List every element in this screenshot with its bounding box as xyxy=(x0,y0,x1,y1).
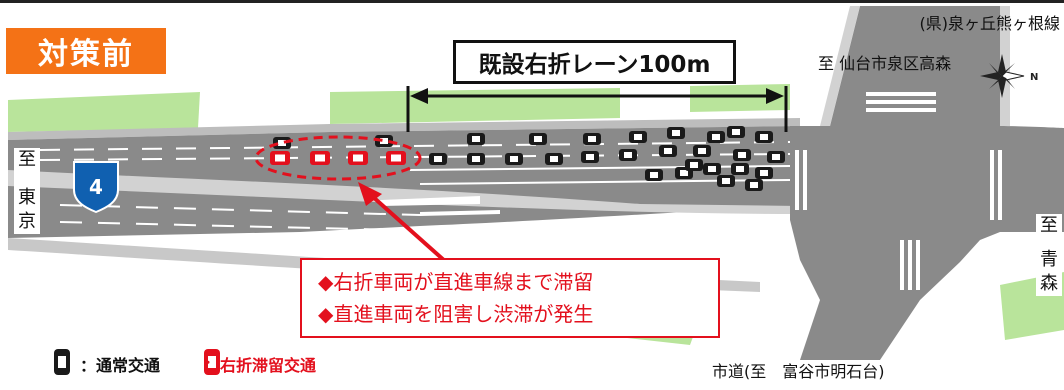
issue-line: ◆直進車両を阻害し渋滞が発生 xyxy=(318,302,594,326)
direction-west: 至 東 京 xyxy=(14,148,40,234)
top-rule xyxy=(0,0,1064,3)
direction-south: 市道(至 富谷市明石台) xyxy=(712,362,885,381)
direction-east-char: 青 xyxy=(1040,249,1058,270)
direction-north: 至 仙台市泉区高森 xyxy=(818,54,952,73)
direction-west-char: 京 xyxy=(18,211,36,232)
legend-queue-car-icon xyxy=(204,349,220,375)
legend-normal-label: ：通常交通 xyxy=(80,356,161,375)
median-island xyxy=(8,170,800,214)
issue-line: ◆右折車両が直進車線まで滞留 xyxy=(318,270,594,294)
svg-text:N: N xyxy=(1030,72,1038,83)
lane-length-arrow xyxy=(406,86,788,132)
page-title: 対策前 xyxy=(6,28,166,74)
route-label: (県)泉ヶ丘熊ヶ根線 xyxy=(919,14,1061,33)
zebra-hatching xyxy=(380,196,500,216)
direction-east-char: 至 xyxy=(1040,215,1058,236)
north-sidewalk xyxy=(8,118,800,140)
legend-queue-label: ：右折滞留交通 xyxy=(204,356,317,375)
queue-highlight xyxy=(254,135,448,264)
intersection xyxy=(790,6,1064,360)
legend: ：通常交通 ：右折滞留交通 xyxy=(50,352,316,376)
direction-east-char: 森 xyxy=(1040,273,1058,294)
route-4-shield-icon: 4 xyxy=(73,161,119,214)
legend-normal-car-icon xyxy=(54,349,70,375)
direction-west-char: 東 xyxy=(18,187,36,208)
lane-length-label: 既設右折レーン100m xyxy=(453,40,736,84)
svg-text:4: 4 xyxy=(89,175,103,199)
compass-icon: N xyxy=(980,54,1038,98)
direction-west-char: 至 xyxy=(18,149,36,170)
issue-callout: ◆右折車両が直進車線まで滞留 ◆直進車両を阻害し渋滞が発生 xyxy=(300,258,720,338)
direction-east: 至 青 森 xyxy=(1036,214,1062,296)
